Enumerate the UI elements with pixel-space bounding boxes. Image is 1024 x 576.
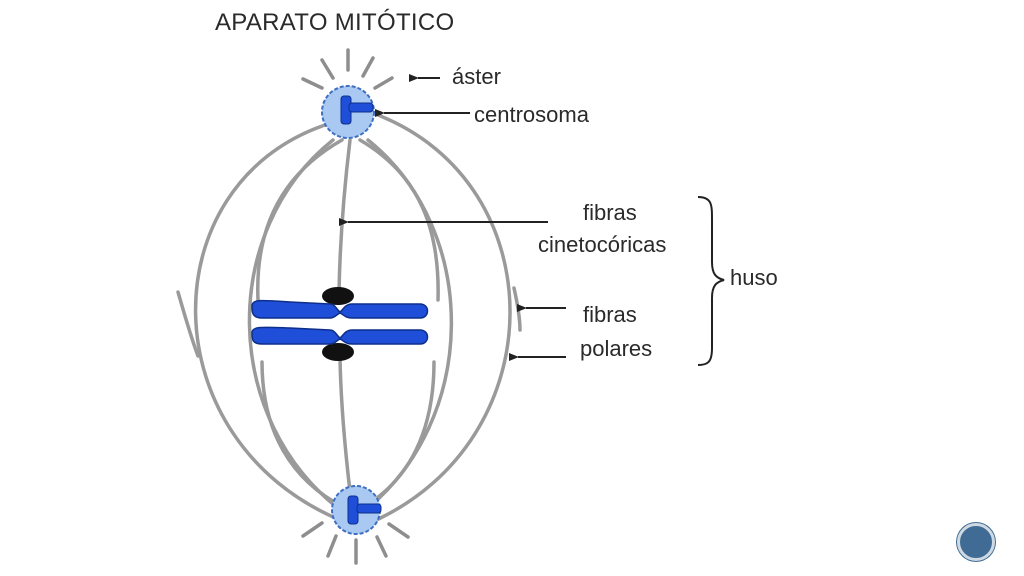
aster-ray	[301, 77, 324, 90]
kinetochore	[322, 343, 354, 361]
centriole	[356, 503, 382, 514]
label-huso: huso	[730, 265, 778, 290]
centriole	[348, 102, 374, 113]
huso-brace	[697, 196, 725, 366]
label-fibras-polares-2: polares	[580, 336, 652, 361]
spindle-fiber	[358, 138, 440, 302]
label-fibras-polares-1: fibras	[583, 302, 637, 327]
polar-fiber	[193, 123, 342, 522]
aster-ray	[387, 522, 410, 539]
polar-fiber-fragment	[512, 286, 522, 332]
centrosome-bottom	[331, 485, 382, 535]
aster-ray	[301, 521, 324, 538]
kinetochore-fiber	[337, 138, 352, 294]
spindle-fiber	[260, 360, 347, 510]
label-aster: áster	[452, 64, 501, 89]
polar-fiber-fragment	[176, 290, 200, 358]
aster-rays-top	[301, 48, 394, 90]
aster-rays-bottom	[301, 521, 410, 565]
aster-ray	[375, 535, 388, 558]
spindle-fiber	[256, 138, 344, 302]
spindle-fiber	[360, 360, 436, 510]
aster-ray	[373, 76, 394, 90]
aster-ray	[326, 534, 338, 558]
label-arrows	[339, 74, 566, 361]
polar-fiber	[361, 138, 454, 514]
chromatid-upper	[251, 299, 429, 319]
diagram-title: APARATO MITÓTICO	[215, 9, 454, 36]
label-fibras-cinetocoricas-1: fibras	[583, 200, 637, 225]
spindle-fibers	[176, 113, 522, 524]
centrosome-top	[321, 85, 375, 139]
slide-nav-button[interactable]	[957, 523, 995, 561]
chromosome	[251, 287, 429, 361]
label-fibras-cinetocoricas-2: cinetocóricas	[538, 232, 666, 257]
aster-ray	[361, 56, 375, 78]
polar-fiber	[247, 138, 345, 514]
kinetochore	[322, 287, 354, 305]
aster-ray	[320, 58, 335, 80]
label-centrosoma: centrosoma	[474, 102, 590, 127]
chromatid-lower	[251, 326, 429, 345]
polar-fiber	[370, 113, 512, 524]
kinetochore-fiber	[338, 356, 354, 510]
